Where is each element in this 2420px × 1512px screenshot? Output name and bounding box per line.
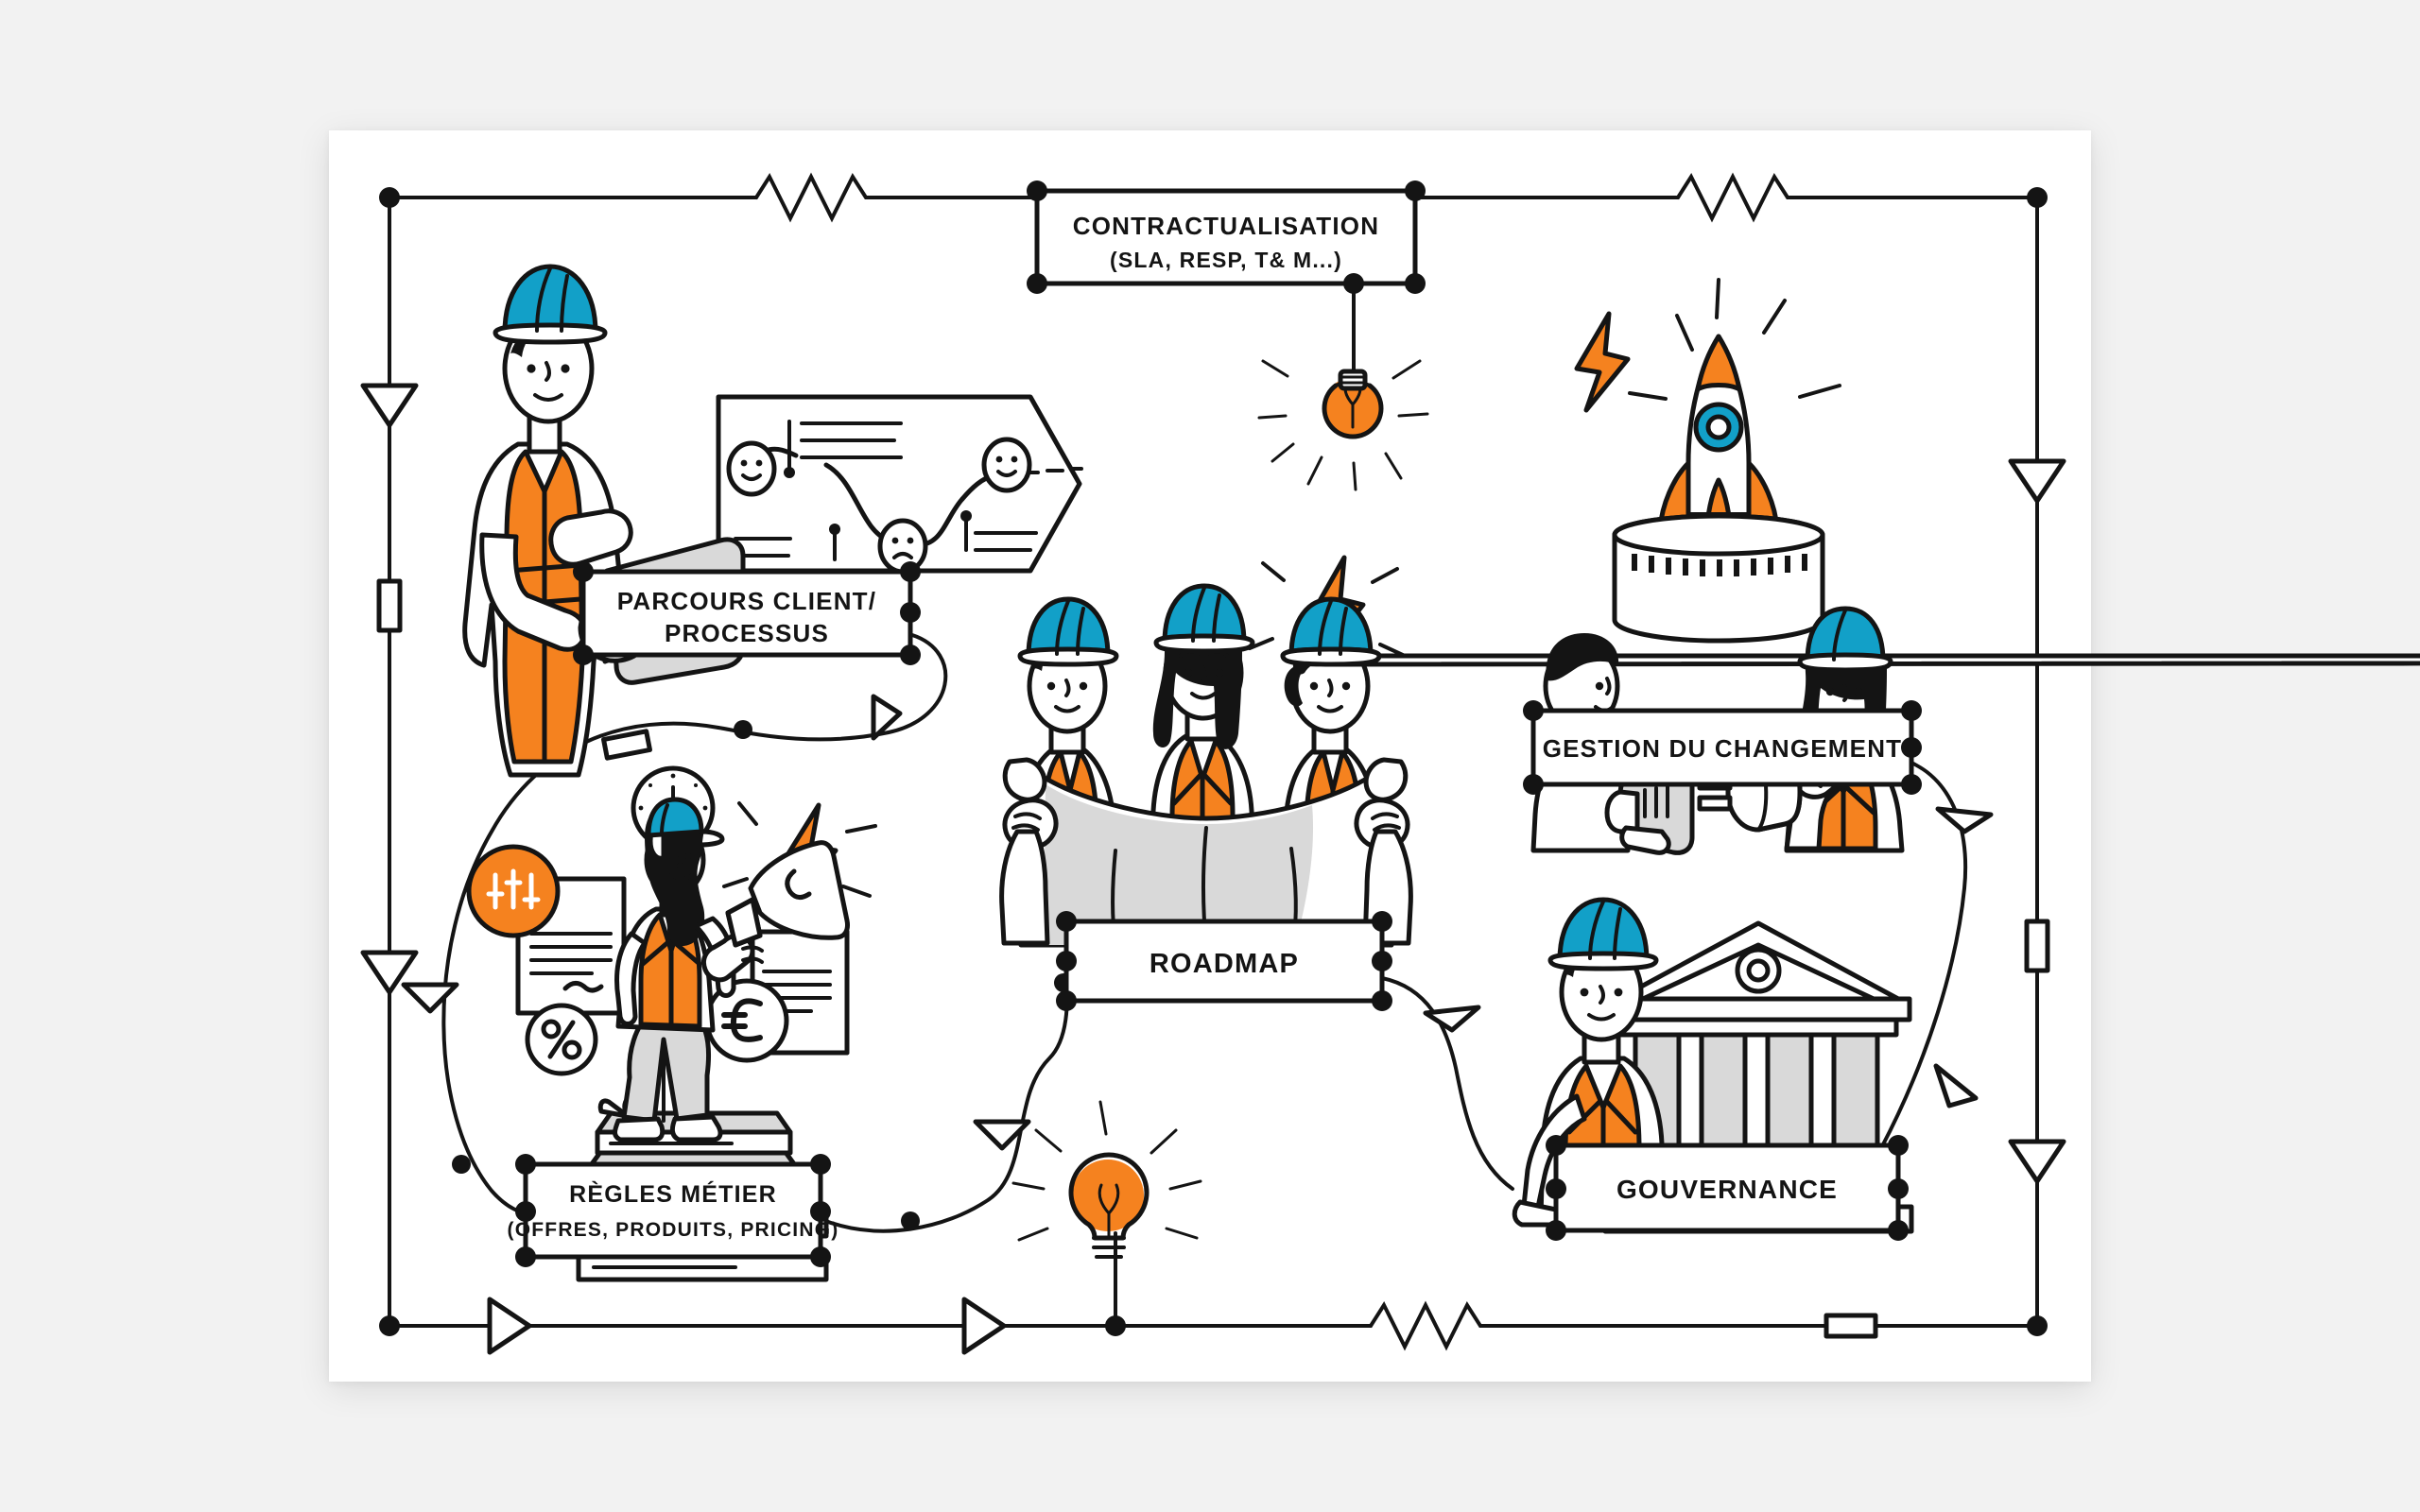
wire-regles-to-roadmap xyxy=(819,976,1069,1233)
sad-face-icon xyxy=(877,518,928,575)
node-dot xyxy=(1343,273,1364,294)
arrow-marker xyxy=(961,1297,1007,1355)
capacitor-box xyxy=(601,729,652,761)
node-parcours-client[interactable]: PARCOURS CLIENT/ PROCESSUS xyxy=(573,561,921,665)
node-gestion-changement[interactable]: GESTION DU CHANGEMENT xyxy=(1523,700,1922,795)
arrow-marker xyxy=(2008,458,2066,504)
capacitor-box xyxy=(1824,1313,1878,1339)
parcours-client-label-line1: PARCOURS CLIENT/ xyxy=(617,587,876,615)
wire-center-to-regles xyxy=(441,721,720,1216)
contractualisation-label-line1: CONTRACTUALISATION xyxy=(1073,212,1379,240)
node-dot xyxy=(2027,1315,2048,1336)
node-roadmap[interactable]: ROADMAP xyxy=(1056,911,1392,1011)
node-dot xyxy=(379,1315,400,1336)
arrow-marker xyxy=(973,1119,1031,1151)
capacitor-box xyxy=(376,578,403,633)
node-dot xyxy=(1405,180,1426,201)
worker-with-tablet xyxy=(462,264,746,778)
happy-face-icon xyxy=(726,440,777,497)
illustration-parcours-client xyxy=(462,264,1083,778)
gouvernance-label: GOUVERNANCE xyxy=(1616,1175,1838,1204)
regles-metier-label-line2: (OFFRES, PRODUITS, PRICING) xyxy=(508,1219,839,1241)
standing-lightbulb-icon xyxy=(1011,1100,1202,1328)
roadmap-label: ROADMAP xyxy=(1150,949,1299,979)
regles-metier-label-line1: RÈGLES MÉTIER xyxy=(569,1180,777,1208)
arrow-marker xyxy=(401,982,459,1014)
hanging-lightbulb-icon xyxy=(1257,359,1429,491)
arrow-marker xyxy=(360,383,419,428)
arrow-marker xyxy=(1423,1005,1481,1033)
arrow-marker xyxy=(487,1297,532,1355)
node-dot xyxy=(1027,180,1047,201)
wire-roadmap-to-gouvernance xyxy=(1380,976,1514,1191)
arrow-marker xyxy=(1933,1063,1979,1108)
arrow-marker xyxy=(1935,806,1994,834)
document-with-sliders-icon xyxy=(466,844,627,1016)
wire-parcours-to-center xyxy=(717,633,948,742)
node-regles-metier[interactable]: RÈGLES MÉTIER (OFFRES, PRODUITS, PRICING… xyxy=(508,1154,839,1267)
percent-icon xyxy=(525,1003,598,1076)
node-dot xyxy=(1027,273,1047,294)
pedestal xyxy=(1612,513,1825,644)
parcours-client-label-line2: PROCESSUS xyxy=(665,619,829,647)
node-dot xyxy=(379,187,400,208)
node-dot xyxy=(2027,187,2048,208)
lightning-bolt-icon xyxy=(1574,311,1631,413)
node-gouvernance[interactable]: GOUVERNANCE xyxy=(1546,1135,1909,1241)
node-contractualisation[interactable]: CONTRACTUALISATION (SLA, RESP, T& M...) xyxy=(1027,180,1426,294)
rocket-icon xyxy=(1657,334,1780,534)
arrow-marker xyxy=(360,950,419,995)
connector-wires xyxy=(401,282,1994,1233)
arrow-marker xyxy=(2008,1139,2066,1184)
illustration-roadmap xyxy=(999,555,2420,948)
arrow-marker xyxy=(871,694,903,741)
happy-face-icon xyxy=(981,437,1032,493)
blueprint-scroll xyxy=(999,757,1413,948)
gestion-changement-label: GESTION DU CHANGEMENT xyxy=(1543,734,1903,763)
woman-with-megaphone xyxy=(597,797,850,1143)
contractualisation-label-line2: (SLA, RESP, T& M...) xyxy=(1110,248,1342,272)
node-dot xyxy=(1405,273,1426,294)
capacitor-box xyxy=(2024,919,2050,973)
